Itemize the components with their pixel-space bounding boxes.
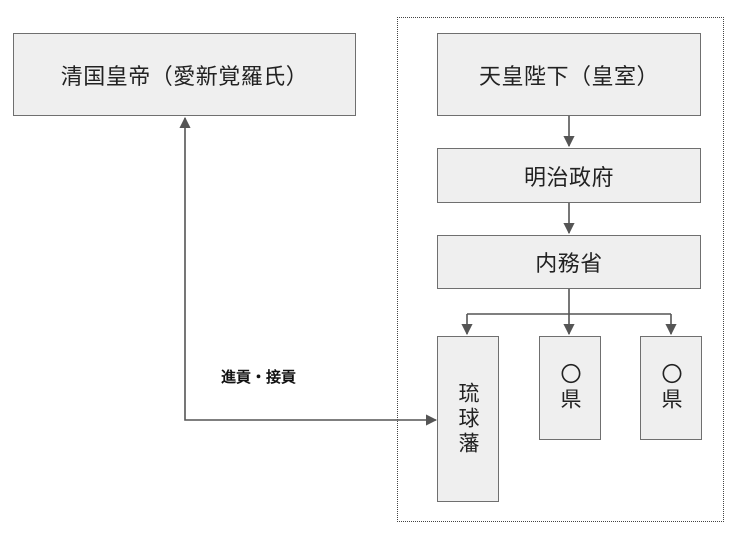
qing-emperor-label: 清国皇帝（愛新覚羅氏） (60, 64, 309, 90)
prefecture-box-2: 〇県 (640, 336, 702, 440)
ministry-label: 内務省 (535, 252, 603, 277)
government-label: 明治政府 (523, 165, 614, 191)
tribute-label: 進貢・接貢 (221, 368, 297, 386)
ministry-box: 内務省 (437, 235, 701, 289)
government-box: 明治政府 (437, 148, 701, 203)
prefecture-label-1: 〇県 (558, 363, 582, 413)
ryukyu-box: 琉球藩 (437, 336, 499, 502)
ryukyu-label: 琉球藩 (456, 381, 480, 457)
qing-emperor-box: 清国皇帝（愛新覚羅氏） (13, 33, 356, 116)
tribute-arrow (179, 116, 438, 426)
emperor-box: 天皇陛下（皇室） (437, 33, 701, 116)
prefecture-label-2: 〇県 (659, 363, 683, 413)
emperor-label: 天皇陛下（皇室） (478, 64, 659, 90)
prefecture-box-1: 〇県 (539, 336, 601, 440)
